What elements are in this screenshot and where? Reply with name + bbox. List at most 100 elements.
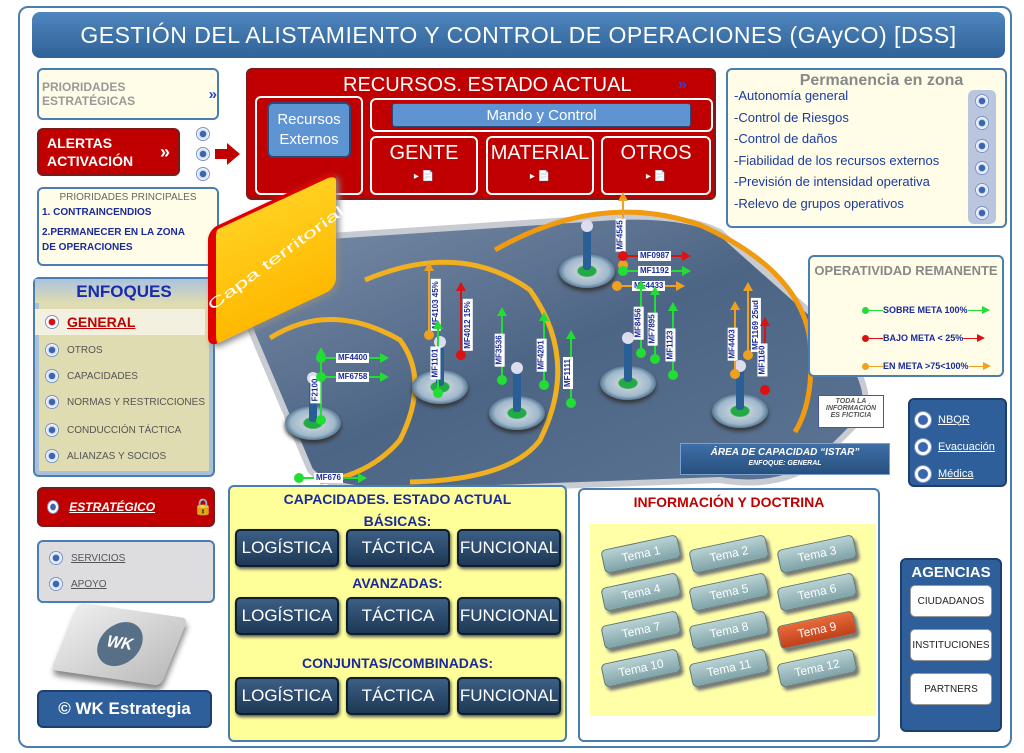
permanencia-item[interactable]: -Autonomía general bbox=[734, 88, 849, 103]
agencia-ciudadanos-button[interactable]: CIUDADANOS bbox=[910, 585, 992, 617]
enfoque-item[interactable]: NORMAS Y RESTRICCIONES bbox=[35, 389, 205, 415]
marker-dot[interactable] bbox=[316, 415, 326, 425]
marker-dot[interactable] bbox=[618, 260, 628, 270]
marker-label[interactable]: MF1111 bbox=[563, 356, 574, 390]
alert-indicator-2[interactable] bbox=[196, 147, 210, 161]
mando-control-button[interactable]: Mando y Control bbox=[392, 103, 691, 127]
marker-label[interactable]: MF8456 bbox=[633, 306, 644, 340]
marker-dot[interactable] bbox=[316, 353, 326, 363]
tower-icon[interactable] bbox=[600, 332, 656, 400]
permanencia-item[interactable]: -Fiabilidad de los recursos externos bbox=[734, 152, 940, 168]
tema-button[interactable]: Tema 12 bbox=[776, 648, 858, 688]
marker-dot[interactable] bbox=[743, 350, 753, 360]
marker-dot[interactable] bbox=[294, 473, 304, 483]
enfoque-item[interactable]: CONDUCCIÓN TÁCTICA bbox=[35, 417, 181, 443]
tema-button[interactable]: Tema 5 bbox=[688, 572, 770, 612]
capacidad-logística-button[interactable]: LOGÍSTICA bbox=[235, 597, 339, 635]
marker-label[interactable]: MF7895 bbox=[647, 312, 658, 346]
link-evacuación[interactable]: Evacuación bbox=[914, 433, 1001, 460]
marker-label[interactable]: MF6758 bbox=[336, 372, 370, 382]
enfoque-item[interactable]: CAPACIDADES bbox=[35, 363, 138, 389]
enfoque-item[interactable]: GENERAL bbox=[35, 309, 205, 335]
apoyo-link[interactable]: APOYO bbox=[39, 571, 213, 597]
tema-button[interactable]: Tema 3 bbox=[776, 534, 858, 574]
tema-button[interactable]: Tema 7 bbox=[600, 610, 682, 650]
permanencia-item[interactable]: -Relevo de grupos operativos bbox=[734, 195, 904, 211]
tema-button[interactable]: Tema 6 bbox=[776, 572, 858, 612]
prioridades-estrategicas-button[interactable]: PRIORIDADES ESTRATÉGICAS » bbox=[37, 68, 219, 120]
tower-icon[interactable] bbox=[559, 220, 615, 288]
permanencia-indicator[interactable] bbox=[975, 183, 989, 198]
servicios-link[interactable]: SERVICIOS bbox=[39, 545, 213, 571]
marker-dot[interactable] bbox=[650, 354, 660, 364]
permanencia-item[interactable]: -Control de daños bbox=[734, 131, 838, 146]
marker-label[interactable]: MF4012 15% bbox=[462, 299, 473, 351]
marker-label[interactable]: MF1192 bbox=[638, 266, 671, 276]
tema-button[interactable]: Tema 4 bbox=[600, 572, 682, 612]
alert-indicator-1[interactable] bbox=[196, 127, 210, 141]
marker-dot[interactable] bbox=[668, 370, 678, 380]
marker-dot[interactable] bbox=[456, 350, 466, 360]
marker-dot[interactable] bbox=[424, 330, 434, 340]
capacidad-táctica-button[interactable]: TÁCTICA bbox=[346, 677, 450, 715]
link-nbqr[interactable]: NBQR bbox=[914, 406, 1001, 433]
estrategico-button[interactable]: ESTRATÉGICO 🔒 bbox=[37, 487, 215, 527]
tower-icon[interactable] bbox=[712, 360, 768, 428]
marker-label[interactable]: MF1123 bbox=[665, 328, 676, 362]
marker-dot[interactable] bbox=[316, 372, 326, 382]
tema-button[interactable]: Tema 8 bbox=[688, 610, 770, 650]
alertas-activacion-button[interactable]: ALERTAS ACTIVACIÓN » bbox=[37, 128, 180, 176]
permanencia-item[interactable]: -Previsión de intensidad operativa bbox=[734, 174, 930, 189]
agencia-partners-button[interactable]: PARTNERS bbox=[910, 673, 992, 705]
capacidad-logística-button[interactable]: LOGÍSTICA bbox=[235, 529, 339, 567]
alert-indicator-3[interactable] bbox=[196, 167, 210, 181]
tema-button[interactable]: Tema 1 bbox=[600, 534, 682, 574]
marker-dot[interactable] bbox=[618, 251, 628, 261]
material-button[interactable]: MATERIAL▸ 📄 bbox=[486, 136, 594, 195]
permanencia-indicator[interactable] bbox=[975, 161, 989, 176]
marker-label[interactable]: MF0987 bbox=[638, 251, 672, 261]
marker-dot[interactable] bbox=[618, 266, 628, 276]
permanencia-indicator[interactable] bbox=[975, 94, 989, 109]
marker-dot[interactable] bbox=[730, 369, 740, 379]
marker-dot[interactable] bbox=[433, 388, 443, 398]
agencia-instituciones-button[interactable]: INSTITUCIONES bbox=[910, 629, 992, 661]
marker-dot[interactable] bbox=[566, 398, 576, 408]
capacidad-funcional-button[interactable]: FUNCIONAL bbox=[457, 529, 561, 567]
tema-button[interactable]: Tema 10 bbox=[600, 648, 682, 688]
marker-label[interactable]: MF4545 bbox=[615, 218, 626, 252]
capacidad-táctica-button[interactable]: TÁCTICA bbox=[346, 597, 450, 635]
capacidad-táctica-button[interactable]: TÁCTICA bbox=[346, 529, 450, 567]
marker-label[interactable]: MF4403 bbox=[727, 327, 738, 361]
tema-button[interactable]: Tema 9 bbox=[776, 610, 858, 650]
link-médica[interactable]: Médica bbox=[914, 460, 1001, 487]
otros-button[interactable]: OTROS▸ 📄 bbox=[601, 136, 711, 195]
marker-label[interactable]: MF1160 bbox=[757, 343, 768, 377]
gente-button[interactable]: GENTE▸ 📄 bbox=[370, 136, 478, 195]
tower-icon[interactable] bbox=[285, 372, 341, 440]
permanencia-indicator[interactable] bbox=[975, 138, 989, 153]
marker-dot[interactable] bbox=[539, 380, 549, 390]
permanencia-item[interactable]: -Control de Riesgos bbox=[734, 109, 849, 125]
marker-label[interactable]: MF4400 bbox=[336, 353, 370, 363]
tema-button[interactable]: Tema 11 bbox=[688, 648, 770, 688]
chevron-right-icon[interactable]: » bbox=[678, 76, 687, 93]
capacidad-logística-button[interactable]: LOGÍSTICA bbox=[235, 677, 339, 715]
tema-button[interactable]: Tema 2 bbox=[688, 534, 770, 574]
marker-label[interactable]: MF3536 bbox=[494, 333, 505, 367]
marker-dot[interactable] bbox=[612, 281, 622, 291]
capacidad-funcional-button[interactable]: FUNCIONAL bbox=[457, 597, 561, 635]
tower-icon[interactable] bbox=[489, 362, 545, 430]
capacidad-funcional-button[interactable]: FUNCIONAL bbox=[457, 677, 561, 715]
marker-dot[interactable] bbox=[636, 348, 646, 358]
enfoque-item[interactable]: OTROS bbox=[35, 337, 103, 363]
wk-estrategia-footer[interactable]: © WK Estrategia bbox=[37, 690, 212, 728]
recursos-externos-button[interactable]: Recursos Externos bbox=[267, 102, 351, 158]
enfoque-item[interactable]: ALIANZAS Y SOCIOS bbox=[35, 443, 166, 469]
marker-dot[interactable] bbox=[497, 375, 507, 385]
marker-label[interactable]: MF1101 bbox=[430, 346, 441, 380]
marker-dot[interactable] bbox=[760, 385, 770, 395]
permanencia-indicator[interactable] bbox=[975, 205, 989, 220]
marker-label[interactable]: MF4201 bbox=[536, 338, 547, 372]
permanencia-indicator[interactable] bbox=[975, 116, 989, 131]
